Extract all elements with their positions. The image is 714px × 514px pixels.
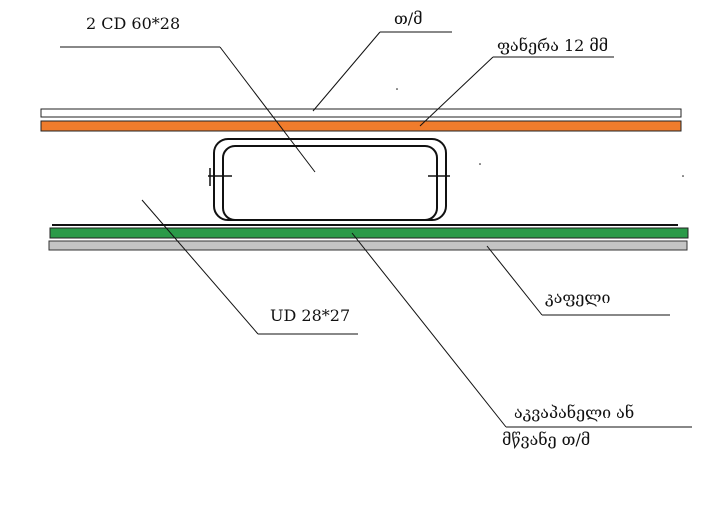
- leader-waterproof-board: [351, 232, 692, 428]
- dot-mark: [682, 175, 684, 177]
- leader-gypsum-top: [312, 31, 452, 112]
- dot-mark: [479, 163, 481, 165]
- dot-mark: [396, 88, 398, 90]
- leader-ud-profile: [141, 199, 358, 335]
- green-board-layer: [49, 227, 689, 239]
- top-gypsum-board: [40, 108, 682, 118]
- label-plywood: ფანერა 12 მმ: [497, 36, 608, 55]
- label-ud-profile: UD 28*27: [270, 306, 350, 325]
- cd-profile: [208, 138, 450, 221]
- leader-cd-profile: [60, 46, 316, 173]
- leader-plywood: [419, 56, 614, 127]
- label-waterproof-line2: მწვანე თ/მ: [502, 430, 590, 449]
- label-tile: კაფელი: [545, 288, 610, 307]
- leader-tile: [486, 245, 670, 316]
- tile-layer: [48, 240, 688, 251]
- label-waterproof-line1: აკვაპანელი ან: [514, 403, 634, 422]
- label-gypsum-top: თ/მ: [394, 9, 423, 28]
- plywood-layer: [40, 120, 682, 132]
- label-cd-profile: 2 CD 60*28: [86, 14, 180, 33]
